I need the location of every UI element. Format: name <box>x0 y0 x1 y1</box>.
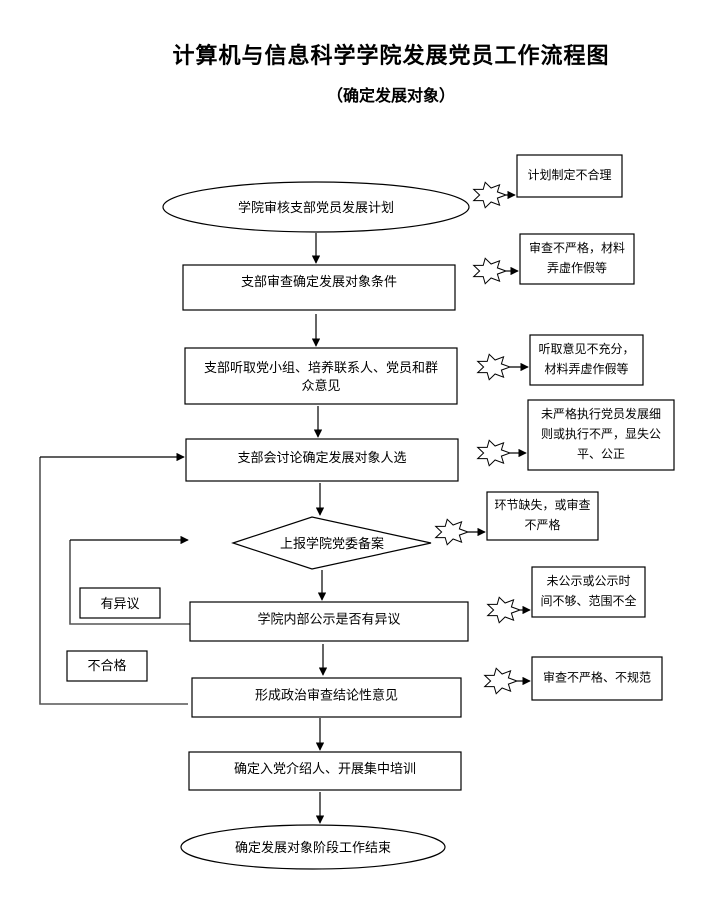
risk-text: 不严格 <box>524 517 560 532</box>
flow-step-label: 确定入党介绍人、开展集中培训 <box>234 761 416 777</box>
risk-burst-icon <box>483 667 519 695</box>
risk-text: 听取意见不充分， <box>538 341 634 356</box>
risk-text: 弄虚作假等 <box>547 261 607 275</box>
risk-point-s1: 计划制定不合理 <box>472 154 623 209</box>
risk-box <box>519 233 635 285</box>
risk-box <box>531 656 663 701</box>
loop-label-unqualified: 不合格 <box>66 650 148 682</box>
risk-text: 审查不严格，材料 <box>529 240 625 255</box>
process-box <box>191 677 462 718</box>
loop-line-objection <box>69 540 190 625</box>
flow-step-label: 确定发展对象阶段工作结束 <box>235 840 391 856</box>
risk-text: 间不够、范围不全 <box>540 593 636 608</box>
risk-point-s7: 审查不严格、不规范 <box>483 656 663 701</box>
process-box <box>182 264 456 311</box>
risk-text: 环节缺失，或审查 <box>494 497 590 512</box>
flow-step-label: 学院内部公示是否有异议 <box>257 612 400 628</box>
risk-box <box>527 399 675 471</box>
risk-point-s2: 审查不严格，材料弄虚作假等 <box>472 233 635 285</box>
risk-text: 材料弄虚作假等 <box>544 362 628 376</box>
risk-text: 计划制定不合理 <box>527 167 611 182</box>
decision-shape <box>231 516 432 570</box>
flow-step-s7: 形成政治审查结论性意见 <box>191 677 462 718</box>
flow-step-s5: 上报学院党委备案 <box>231 516 432 570</box>
flow-step-label: 支部审查确定发展对象条件 <box>241 274 397 290</box>
risk-box <box>529 334 644 386</box>
risk-text: 平、公正 <box>577 447 625 461</box>
flow-step-label: 形成政治审查结论性意见 <box>255 688 398 704</box>
flow-step-label: 上报学院党委备案 <box>280 536 384 552</box>
terminator-shape <box>180 824 446 870</box>
flow-step-s6: 学院内部公示是否有异议 <box>189 601 469 642</box>
flow-step-label: 学院审核支部党员发展计划 <box>238 200 394 216</box>
risk-burst-icon <box>434 518 470 546</box>
risk-point-s3: 听取意见不充分， 材料弄虚作假等 <box>476 334 644 386</box>
risk-burst-icon <box>476 353 512 381</box>
risk-text: 未严格执行党员发展细 <box>541 406 661 421</box>
risk-burst-icon <box>486 596 522 624</box>
process-box <box>188 751 462 791</box>
risk-text: 未公示或公示时 <box>546 574 630 588</box>
risk-text: 则或执行不严，显失公 <box>541 426 661 441</box>
flow-step-label: 支部听取党小组、培养联系人、党员和群 <box>204 360 438 376</box>
risk-burst-icon <box>476 439 512 467</box>
risk-text: 审查不严格、不规范 <box>543 670 651 685</box>
terminator-shape <box>162 181 470 233</box>
loop-label-objection: 有异议 <box>79 587 161 619</box>
process-box <box>184 347 458 405</box>
flow-step-label: 众意见 <box>301 378 340 394</box>
risk-burst-icon <box>472 257 508 285</box>
loop-line-unqualified <box>39 457 188 705</box>
process-box <box>185 438 459 482</box>
flow-step-s9: 确定发展对象阶段工作结束 <box>180 824 446 870</box>
risk-box <box>516 154 623 198</box>
page-title: 计算机与信息科学学院发展党员工作流程图 <box>172 43 610 69</box>
page-subtitle: （确定发展对象） <box>326 86 455 105</box>
flow-step-s8: 确定入党介绍人、开展集中培训 <box>188 751 462 791</box>
flow-step-s2: 支部审查确定发展对象条件 <box>182 264 456 311</box>
risk-box <box>486 491 599 541</box>
risk-box <box>531 566 646 618</box>
loop-label-unqualified-text: 不合格 <box>87 658 126 674</box>
flow-step-s1: 学院审核支部党员发展计划 <box>162 181 470 233</box>
flow-step-s4: 支部会讨论确定发展对象人选 <box>185 438 459 482</box>
process-box <box>189 601 469 642</box>
risk-burst-icon <box>472 181 508 209</box>
loop-label-objection-text: 有异议 <box>100 597 139 612</box>
flow-step-label: 支部会讨论确定发展对象人选 <box>237 450 406 466</box>
